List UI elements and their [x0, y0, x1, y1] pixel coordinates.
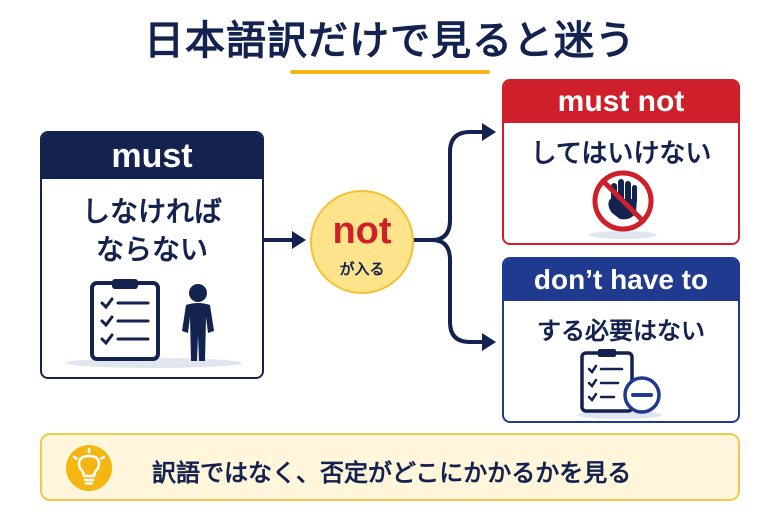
clipboard-minus-icon [578, 349, 662, 419]
prohibited-hand-icon [589, 170, 657, 239]
checklist-person-illustration [66, 279, 242, 368]
must-card: must しなければ ならない [40, 131, 264, 379]
not-circle: not が入る [310, 190, 414, 294]
lightbulb-icon [66, 445, 112, 491]
not-subtext: が入る [339, 260, 385, 278]
dont-have-to-card-header: don’t have to [504, 259, 738, 301]
arrow-to-dont-have-to [430, 238, 488, 344]
must-meaning: しなければ ならない [42, 193, 262, 269]
tip-box: 訳語ではなく、否定がどこにかかるかを見る [40, 433, 740, 501]
must-meaning-line2: ならない [95, 233, 208, 266]
standing-person-icon [182, 284, 214, 361]
dont-have-to-meaning: する必要はない [537, 317, 705, 345]
page-title: 日本語訳だけで見ると迷う [144, 18, 636, 64]
must-meaning-line1: しなければ [81, 195, 222, 228]
checklist-clipboard-icon [90, 279, 160, 361]
arrowhead-dont-have-to [482, 333, 496, 351]
not-word: not [332, 210, 392, 252]
must-card-header: must [42, 133, 262, 179]
tip-text: 訳語ではなく、否定がどこにかかるかを見る [152, 459, 632, 487]
must-not-card-header: must not [504, 81, 738, 123]
must-not-card: must not してはいけない [502, 79, 740, 245]
title-underline [290, 70, 490, 74]
arrowhead-must-not [482, 123, 496, 141]
must-not-meaning: してはいけない [530, 139, 712, 169]
arrow-to-must-not [412, 130, 488, 242]
dont-have-to-card: don’t have to する必要はない [502, 257, 740, 423]
arrowhead-center [292, 231, 306, 249]
